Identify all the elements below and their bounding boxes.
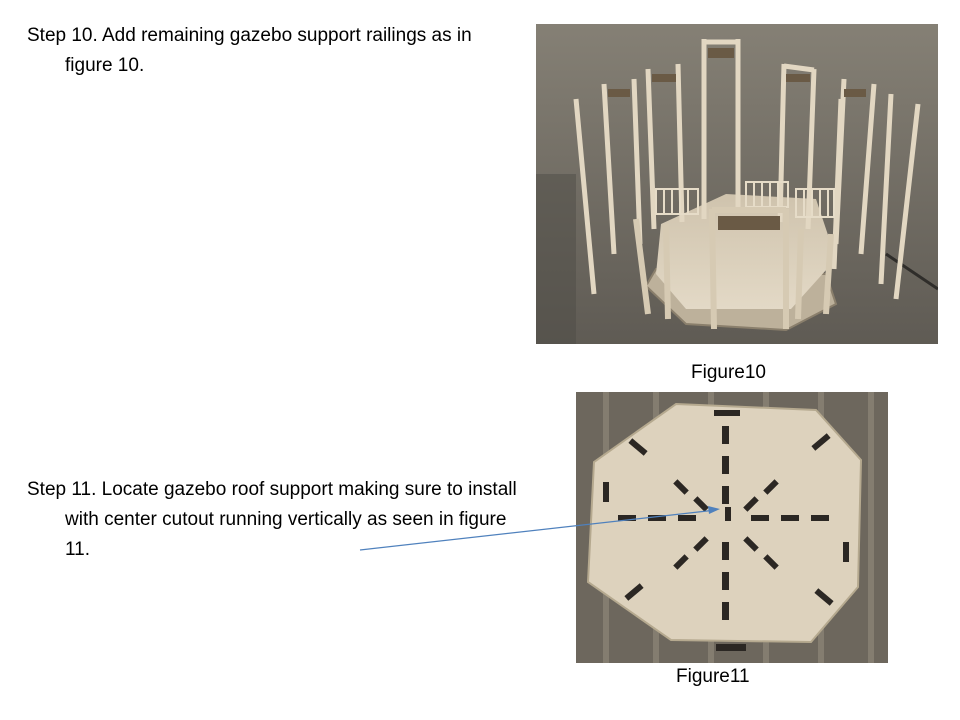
step-11-instruction: Step 11. Locate gazebo roof support maki… <box>27 479 517 560</box>
figure-10-caption: Figure10 <box>691 362 766 383</box>
figure-11-caption: Figure11 <box>676 666 750 687</box>
figure-10-photo <box>536 24 938 344</box>
step-10-instruction: Step 10. Add remaining gazebo support ra… <box>27 25 472 76</box>
figure-11-photo <box>576 392 888 663</box>
